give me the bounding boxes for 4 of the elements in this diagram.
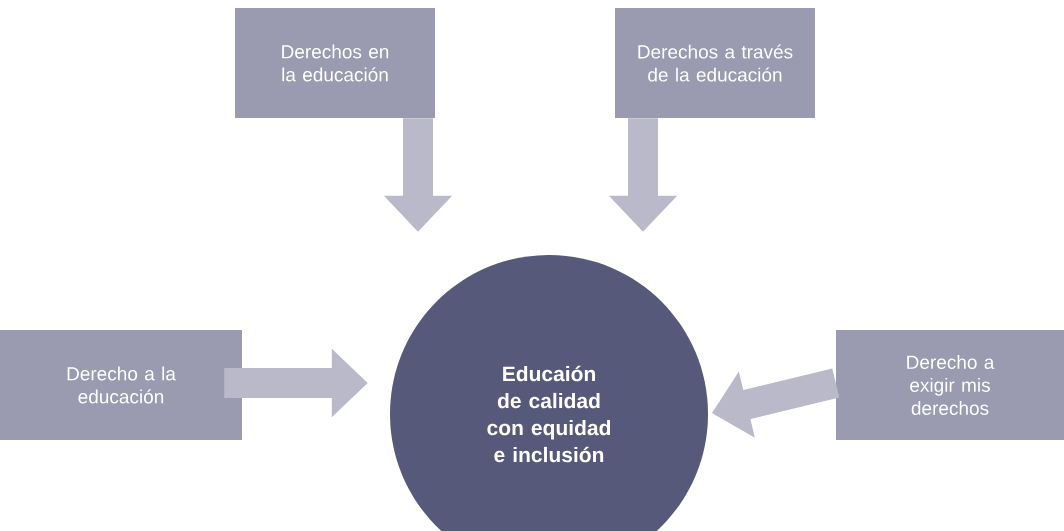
text-box: Derechos en la educación [235,8,435,118]
text-box: Derecho a la educación [0,330,242,440]
text-box: Derechos a través de la educación [615,8,815,118]
text-box: Derecho a exigir mis derechos [836,330,1064,440]
